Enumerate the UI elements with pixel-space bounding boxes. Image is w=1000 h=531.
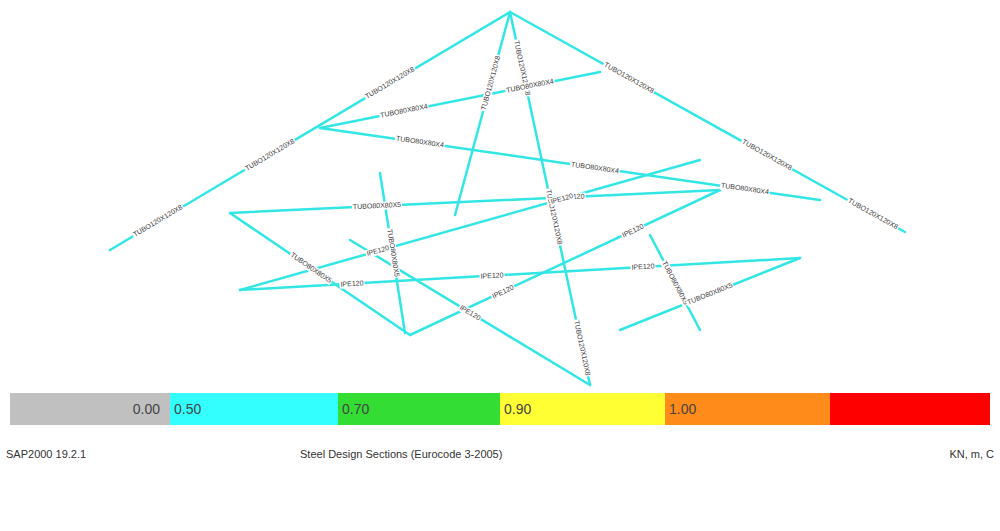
section-label: IPE120 [490,283,516,301]
section-label: TUBO80X80X4 [570,160,621,175]
section-label: TUBO80X80X5 [685,281,735,307]
frame-member [510,12,905,232]
frame-members [110,12,905,385]
frame-member [230,190,720,213]
section-label: TUBO120X120X8 [739,137,794,172]
section-label: IPE120 [339,279,364,288]
ratio-value: 0.90 [504,401,531,417]
footer-text: Steel Design Sections (Eurocode 3-2005) [300,448,502,460]
footer-text: SAP2000 19.2.1 [6,448,86,460]
section-label: IPE120 [479,271,504,280]
section-label: TUBO80X80X5 [352,201,403,211]
ratio-swatch: 0.00 [10,393,170,425]
frame-member [350,240,590,385]
ratio-value: 1.00 [669,401,696,417]
section-label: TUBO80X80X4 [379,102,430,120]
ratio-swatch: 0.90 [500,393,665,425]
frame-member [320,72,600,128]
section-label: TUBO120X120X8 [363,65,417,102]
section-label: IPE120 [620,222,646,240]
ratio-band [830,393,990,425]
section-label: TUBO120X120X8 [601,60,656,95]
section-label: TUBO80X80X4 [720,182,771,197]
ratio-swatch: 0.70 [338,393,500,425]
section-label: TUBO120X120X8 [479,54,502,112]
ratio-value: 0.00 [133,401,160,417]
frame-member [650,235,700,330]
section-label: IPE120 [630,262,655,271]
ratio-swatch: 0.50 [170,393,338,425]
section-label: TUBO80X80X4 [395,135,446,150]
frame-member [240,160,700,290]
section-label: TUBO120X120X8 [131,203,185,240]
section-label: TUBO120X120X8 [572,318,592,376]
frame-member [620,258,800,330]
frame-member [320,128,820,200]
frame-member [110,12,510,250]
footer-text: KN, m, C [949,448,994,460]
ratio-value: 0.50 [174,401,201,417]
frame-member [230,213,410,335]
section-label: TUBO80X80X5 [385,228,401,279]
ratio-value: 0.70 [342,401,369,417]
frame-member [455,12,510,215]
section-label: TUBO80X80X5 [288,250,334,285]
ratio-swatch: 1.00 [665,393,830,425]
frame-member [410,190,720,335]
section-label: TUBO120X120X8 [243,137,297,174]
section-label: TUBO120X120X8 [846,197,901,232]
